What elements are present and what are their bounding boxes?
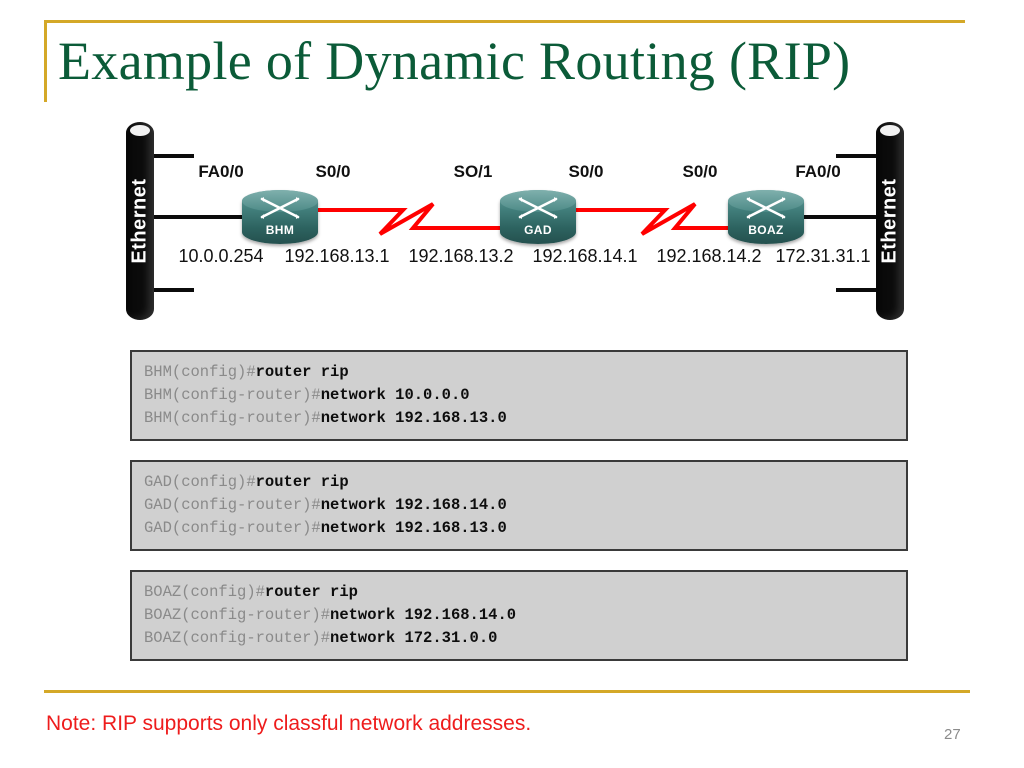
config-command: router rip bbox=[264, 583, 358, 601]
interface-label-s0-0-gad: S0/0 bbox=[568, 162, 604, 181]
left-accent-rule bbox=[44, 20, 47, 102]
router-arrows-icon bbox=[746, 197, 786, 219]
router-bhm[interactable]: BHM bbox=[242, 190, 318, 244]
config-command: network 10.0.0.0 bbox=[320, 386, 470, 404]
config-command: network 192.168.13.0 bbox=[320, 519, 507, 537]
interface-label-s0-0-boaz: S0/0 bbox=[682, 162, 718, 181]
ip-address-gad-s0-0: 192.168.14.1 bbox=[532, 246, 638, 266]
ethernet-segment-right: Ethernet bbox=[876, 122, 904, 320]
config-line: GAD(config-router)#network 192.168.13.0 bbox=[144, 517, 906, 540]
ethernet-right-stub-bottom bbox=[836, 288, 876, 292]
ip-address-gad-so-1: 192.168.13.2 bbox=[408, 246, 514, 266]
config-line: BHM(config-router)#network 10.0.0.0 bbox=[144, 384, 906, 407]
interface-label-s0-0-bhm: S0/0 bbox=[315, 162, 351, 181]
router-top-face bbox=[242, 190, 318, 212]
config-prompt: GAD(config)# bbox=[144, 473, 256, 491]
config-line: GAD(config)#router rip bbox=[144, 471, 906, 494]
footer-note: Note: RIP supports only classful network… bbox=[46, 712, 532, 735]
config-command: network 192.168.14.0 bbox=[330, 606, 517, 624]
config-line: GAD(config-router)#network 192.168.14.0 bbox=[144, 494, 906, 517]
ip-address-bhm-s0-0: 192.168.13.1 bbox=[284, 246, 390, 266]
config-line: BHM(config)#router rip bbox=[144, 361, 906, 384]
config-prompt: BOAZ(config)# bbox=[144, 583, 265, 601]
ethernet-left-stub-bottom bbox=[154, 288, 194, 292]
config-prompt: BHM(config-router)# bbox=[144, 386, 321, 404]
config-command: router rip bbox=[255, 473, 349, 491]
router-arrows-icon bbox=[260, 197, 300, 219]
config-prompt: BHM(config)# bbox=[144, 363, 256, 381]
serial-link-gad-boaz bbox=[570, 202, 788, 236]
config-prompt: BOAZ(config-router)# bbox=[144, 606, 331, 624]
ip-address-boaz-s0-0: 192.168.14.2 bbox=[656, 246, 762, 266]
router-bhm-label: BHM bbox=[265, 223, 295, 237]
interface-label-so-1-gad: SO/1 bbox=[453, 162, 493, 181]
router-gad[interactable]: GAD bbox=[500, 190, 576, 244]
config-line: BOAZ(config)#router rip bbox=[144, 581, 906, 604]
network-topology-diagram: Ethernet Ethernet bbox=[118, 112, 948, 327]
top-accent-rule bbox=[44, 20, 965, 23]
config-block-boaz: BOAZ(config)#router rip BOAZ(config-rout… bbox=[130, 570, 908, 661]
config-command: network 192.168.13.0 bbox=[320, 409, 507, 427]
config-prompt: GAD(config-router)# bbox=[144, 519, 321, 537]
config-block-gad: GAD(config)#router rip GAD(config-router… bbox=[130, 460, 908, 551]
config-line: BHM(config-router)#network 192.168.13.0 bbox=[144, 407, 906, 430]
interface-label-fa0-0-boaz: FA0/0 bbox=[795, 162, 841, 181]
ethernet-right-stub-mid bbox=[796, 215, 876, 219]
config-command: router rip bbox=[255, 363, 349, 381]
page-title: Example of Dynamic Routing (RIP) bbox=[58, 31, 851, 91]
ethernet-right-stub-top bbox=[836, 154, 876, 158]
router-boaz[interactable]: BOAZ bbox=[728, 190, 804, 244]
interface-label-fa0-0-bhm: FA0/0 bbox=[198, 162, 244, 181]
serial-link-bhm-gad bbox=[308, 202, 548, 236]
config-prompt: GAD(config-router)# bbox=[144, 496, 321, 514]
router-top-face bbox=[500, 190, 576, 212]
ethernet-cap-icon bbox=[130, 125, 150, 136]
config-line: BOAZ(config-router)#network 192.168.14.0 bbox=[144, 604, 906, 627]
config-line: BOAZ(config-router)#network 172.31.0.0 bbox=[144, 627, 906, 650]
router-boaz-label: BOAZ bbox=[748, 223, 784, 237]
config-prompt: BHM(config-router)# bbox=[144, 409, 321, 427]
ethernet-cap-icon bbox=[880, 125, 900, 136]
slide-page-number: 27 bbox=[944, 726, 961, 743]
config-command: network 192.168.14.0 bbox=[320, 496, 507, 514]
ethernet-segment-left: Ethernet bbox=[126, 122, 154, 320]
ethernet-left-label: Ethernet bbox=[128, 178, 151, 264]
bottom-accent-rule bbox=[44, 690, 970, 693]
ethernet-left-stub-mid bbox=[154, 215, 234, 219]
ethernet-right-label: Ethernet bbox=[878, 178, 901, 264]
ip-address-boaz-fa0-0: 172.31.31.1 bbox=[775, 246, 871, 266]
router-top-face bbox=[728, 190, 804, 212]
config-block-bhm: BHM(config)#router rip BHM(config-router… bbox=[130, 350, 908, 441]
ethernet-left-stub-top bbox=[154, 154, 194, 158]
router-gad-label: GAD bbox=[524, 223, 552, 237]
config-command: network 172.31.0.0 bbox=[330, 629, 498, 647]
router-arrows-icon bbox=[518, 197, 558, 219]
config-prompt: BOAZ(config-router)# bbox=[144, 629, 331, 647]
ip-address-bhm-fa0-0: 10.0.0.254 bbox=[178, 246, 264, 266]
